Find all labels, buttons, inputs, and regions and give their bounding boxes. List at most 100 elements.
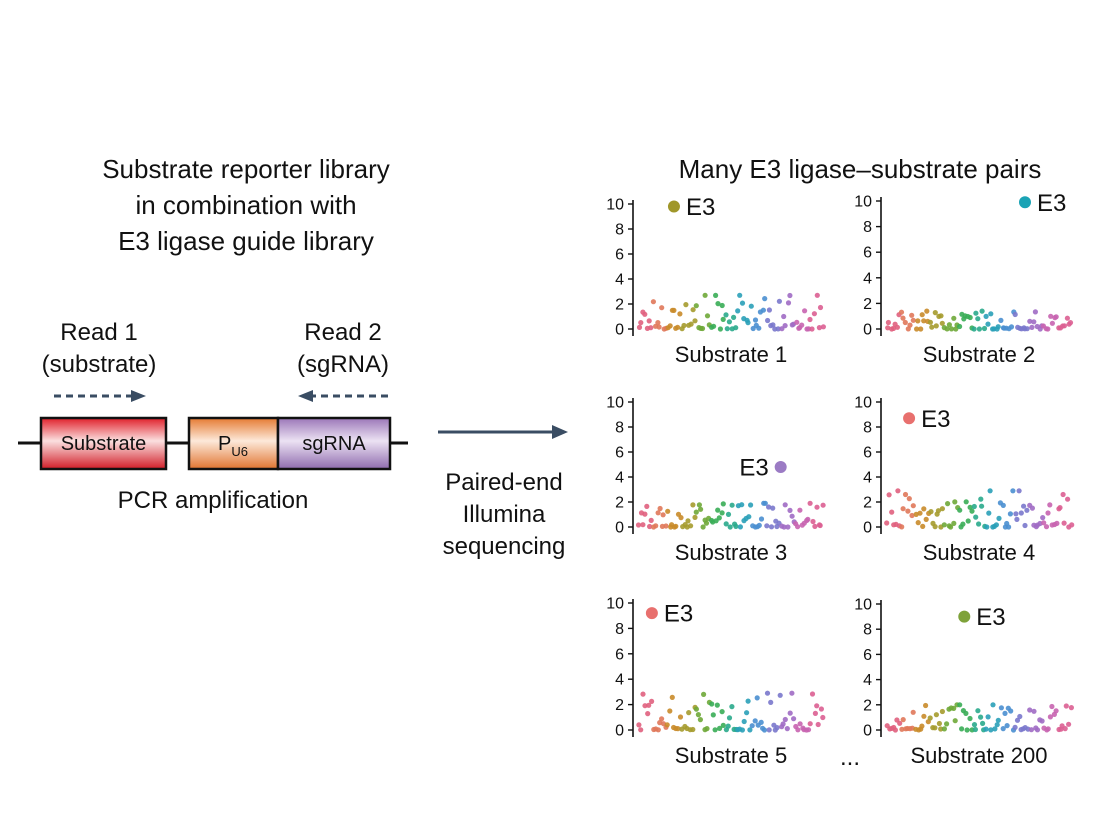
data-point	[817, 304, 824, 311]
data-point	[690, 726, 696, 733]
data-point	[764, 523, 770, 529]
data-point	[933, 712, 940, 718]
data-point	[646, 702, 652, 708]
library-title-line-1: Substrate reporter library	[102, 154, 390, 184]
promoter-box	[187, 416, 280, 471]
y-tick-label: 10	[854, 597, 872, 614]
y-tick-label: 2	[615, 495, 624, 512]
data-point	[739, 727, 746, 733]
y-tick-label: 0	[863, 723, 872, 740]
data-point	[1032, 309, 1038, 315]
data-point	[655, 320, 661, 326]
data-point	[664, 722, 670, 728]
data-point	[1061, 323, 1067, 329]
data-point	[897, 720, 903, 726]
data-point	[946, 322, 953, 328]
data-point	[1028, 727, 1034, 733]
data-point	[667, 323, 673, 329]
data-point	[659, 716, 665, 722]
data-point	[656, 324, 662, 330]
data-point	[939, 708, 946, 715]
data-point	[704, 313, 711, 319]
data-point	[959, 726, 965, 732]
data-point	[1067, 320, 1074, 326]
data-point	[895, 488, 901, 494]
data-point	[812, 523, 818, 530]
data-point	[667, 708, 673, 714]
data-point	[965, 518, 971, 524]
data-point	[752, 718, 758, 724]
data-point	[923, 702, 929, 709]
data-point	[758, 516, 765, 522]
data-point	[892, 727, 899, 733]
data-point	[795, 524, 801, 530]
data-point	[919, 312, 925, 318]
data-point	[932, 310, 938, 316]
data-point	[729, 502, 735, 508]
data-point	[780, 721, 786, 727]
data-point	[935, 508, 942, 514]
data-point	[638, 727, 644, 733]
data-point	[696, 502, 703, 508]
data-point	[697, 717, 704, 723]
data-point	[761, 727, 768, 733]
data-point	[1043, 524, 1050, 530]
data-point	[957, 323, 963, 330]
y-tick-label: 4	[863, 270, 872, 287]
substrate-axis-label: Substrate 2	[923, 342, 1036, 367]
data-point	[1014, 717, 1021, 723]
data-point	[907, 322, 913, 328]
data-point	[699, 325, 706, 332]
y-tick-label: 4	[863, 672, 872, 689]
y-tick-label: 6	[615, 247, 624, 264]
data-point	[998, 705, 1005, 711]
data-point	[686, 710, 692, 716]
data-point	[807, 721, 813, 727]
data-point	[973, 310, 979, 316]
data-point	[693, 706, 700, 712]
data-point	[737, 292, 743, 298]
data-point	[1062, 726, 1068, 732]
data-point	[971, 326, 977, 332]
data-point	[984, 524, 990, 530]
data-point	[1022, 522, 1028, 529]
y-tick-label: 0	[863, 520, 872, 537]
promoter-label: PU6	[218, 433, 248, 459]
data-point	[781, 524, 787, 530]
data-point	[985, 321, 991, 327]
flow-arrow	[438, 425, 568, 439]
data-point	[644, 503, 650, 509]
data-point	[779, 326, 785, 332]
data-point	[640, 691, 646, 697]
data-point	[741, 718, 747, 725]
data-point	[673, 523, 679, 529]
data-point	[820, 502, 826, 508]
data-point	[952, 499, 958, 505]
data-point	[642, 511, 648, 517]
data-point	[936, 720, 943, 727]
data-point	[650, 299, 657, 305]
data-point	[978, 714, 984, 720]
data-point	[807, 316, 813, 323]
data-point	[921, 713, 927, 719]
data-point	[635, 522, 642, 528]
data-point	[921, 318, 927, 324]
data-point	[899, 524, 905, 530]
data-point	[805, 516, 811, 523]
data-point	[748, 303, 754, 309]
sequencing-line-2: Illumina	[463, 501, 546, 528]
data-point	[1012, 311, 1018, 318]
data-point	[941, 726, 948, 732]
y-tick-label: 2	[863, 296, 872, 313]
data-point	[995, 324, 1001, 330]
data-point	[688, 321, 694, 327]
data-point	[1061, 520, 1067, 526]
substrate-box-label: Substrate	[61, 433, 147, 455]
data-point	[766, 307, 773, 313]
data-point	[1031, 708, 1037, 714]
data-point	[711, 323, 717, 329]
e3-label: E3	[1037, 190, 1066, 217]
